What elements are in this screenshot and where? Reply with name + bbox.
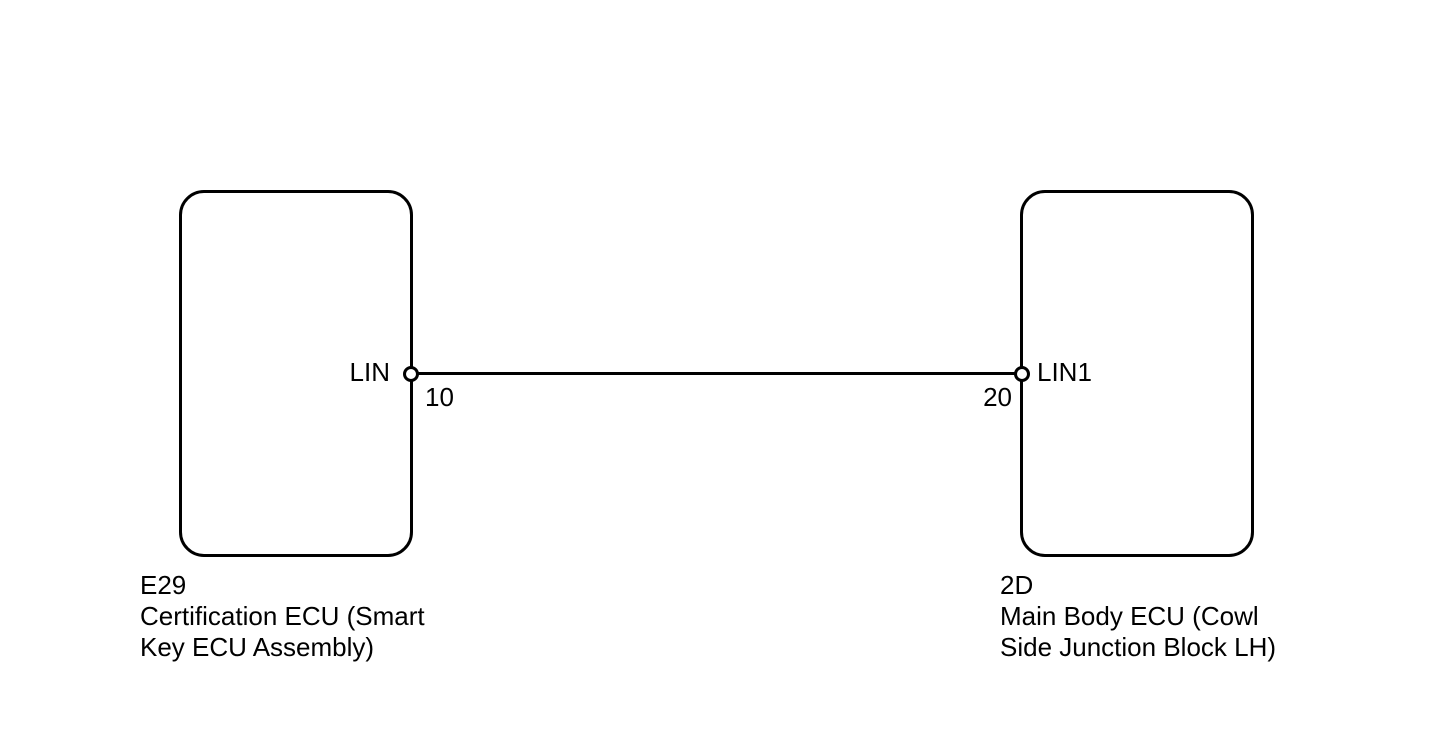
right-component-name: Main Body ECU (Cowl Side Junction Block … [1000, 601, 1277, 662]
right-component-caption: 2D Main Body ECU (Cowl Side Junction Blo… [1000, 570, 1308, 663]
right-pin-number: 20 [983, 382, 1012, 412]
left-pin-label: LIN [349, 357, 390, 387]
lin-wire [411, 372, 1022, 375]
right-pin-label: LIN1 [1037, 357, 1092, 387]
right-component-code: 2D [1000, 570, 1034, 600]
left-connector-node-icon [403, 366, 419, 382]
right-connector-node-icon [1014, 366, 1030, 382]
left-pin-number: 10 [425, 382, 454, 412]
left-component-name: Certification ECU (Smart Key ECU Assembl… [140, 601, 425, 662]
left-component-code: E29 [140, 570, 187, 600]
right-ecu-box [1020, 190, 1254, 557]
left-ecu-box [179, 190, 413, 557]
left-component-caption: E29 Certification ECU (Smart Key ECU Ass… [140, 570, 458, 663]
